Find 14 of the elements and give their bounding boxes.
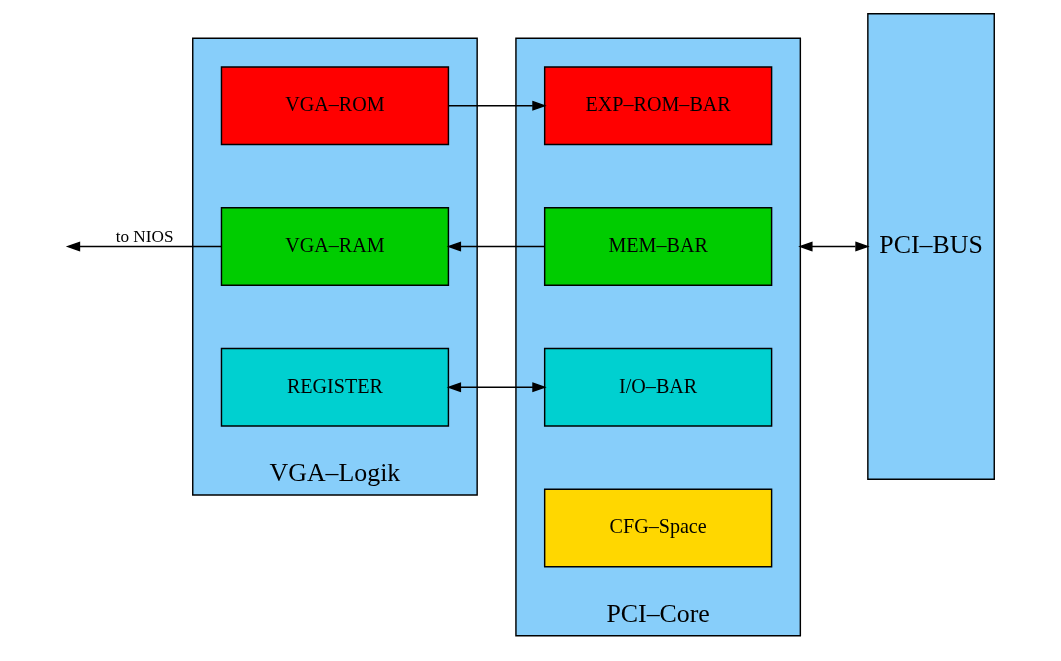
node-box: PCI–BUS [867,13,995,480]
node-box: I/O–BAR [543,347,773,427]
node-box: MEM–BAR [543,206,773,286]
arrow [448,100,547,111]
arrow [446,382,547,393]
node-box: REGISTER [220,347,450,427]
arrow [65,241,223,252]
arrow [446,241,546,252]
node-box: CFG–Space [543,488,773,568]
node-box: VGA–RAM [220,206,450,286]
arrow [798,241,870,252]
node-box: EXP–ROM–BAR [543,66,773,146]
edge-label: to NIOS [115,226,174,246]
node-box: VGA–ROM [220,66,450,146]
